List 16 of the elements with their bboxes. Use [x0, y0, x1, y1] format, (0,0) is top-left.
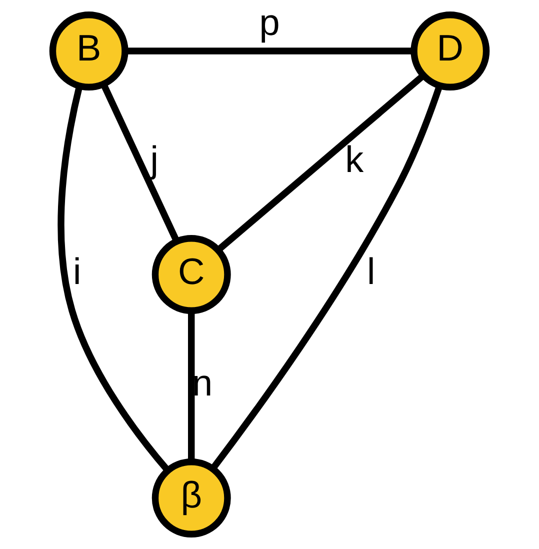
edge-label: k	[345, 139, 364, 180]
edge-label: n	[192, 362, 213, 404]
connector	[188, 311, 195, 462]
node-circle: β	[152, 458, 231, 538]
connector	[210, 84, 443, 470]
connector	[58, 85, 170, 473]
edge-label: j	[150, 139, 158, 180]
node-circle: C	[152, 235, 231, 314]
edge-label: p	[259, 2, 280, 44]
connector	[125, 48, 414, 54]
connector	[216, 72, 426, 252]
node-circle: B	[49, 12, 128, 90]
connector	[100, 82, 180, 243]
node-circle: D	[410, 12, 490, 90]
edge-label: l	[367, 250, 376, 292]
edge-label: i	[72, 250, 82, 292]
